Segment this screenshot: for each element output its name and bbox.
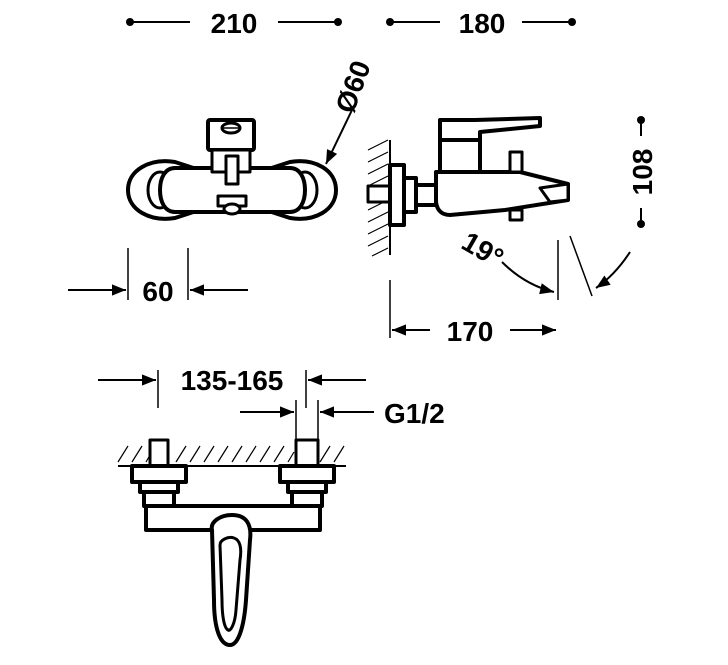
dimension-label-diameter: Ø60 (329, 57, 376, 117)
dimension-210: 210 (126, 8, 342, 39)
dimension-label-angle: 19° (457, 226, 509, 274)
dimension-135-165: 135-165 (98, 365, 366, 408)
dimension-label-170: 170 (447, 316, 494, 347)
dimension-angle-19: 19° (457, 226, 631, 300)
wall-hatch (367, 139, 389, 257)
dimension-label-210: 210 (211, 8, 258, 39)
dimension-60: 60 (68, 248, 248, 307)
dimension-diameter-60: Ø60 (325, 57, 377, 165)
dimension-label-180: 180 (459, 8, 506, 39)
dimension-label-108: 108 (627, 149, 658, 196)
dimension-label-60: 60 (142, 276, 173, 307)
plan-view (126, 118, 338, 221)
dimension-label-135-165: 135-165 (181, 365, 284, 396)
dimension-g12: G1/2 (240, 398, 445, 440)
dimension-108: 108 (627, 116, 658, 228)
front-view (117, 438, 346, 647)
dimension-170: 170 (389, 280, 556, 347)
side-view (366, 116, 570, 257)
dimension-180: 180 (386, 8, 576, 39)
dimension-label-g12: G1/2 (384, 398, 445, 429)
